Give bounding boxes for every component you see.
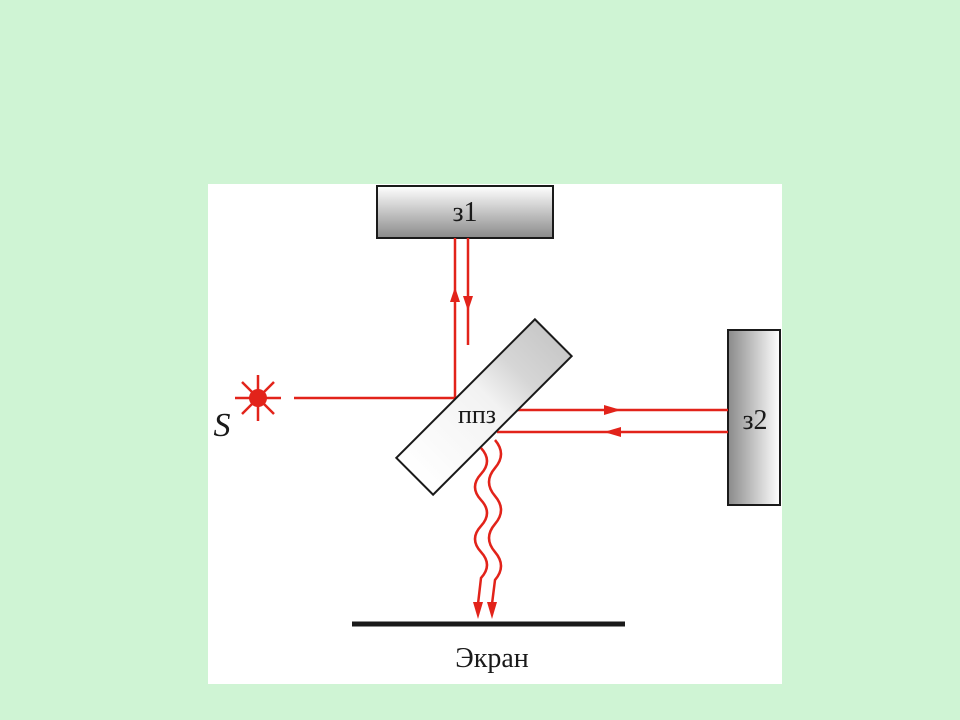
source-label: S [214, 407, 231, 444]
wavy-ray-2 [487, 439, 503, 605]
arrow-right-icon [604, 405, 621, 415]
beam-splitter-label: ппз [458, 400, 496, 429]
arrow-left-icon [604, 427, 621, 437]
mirror-1: з1 [376, 185, 554, 239]
light-rays [294, 238, 728, 437]
arrow-up-icon [450, 287, 460, 302]
wavy-rays [473, 439, 503, 619]
arrow-down-icon [463, 296, 473, 311]
arrow-down-icon [473, 602, 483, 619]
mirror-2-label: з2 [742, 405, 767, 436]
beam-splitter [394, 317, 574, 497]
wavy-ray-1 [473, 447, 489, 605]
mirror-2: з2 [727, 329, 781, 506]
arrow-down-icon [487, 602, 497, 619]
mirror-1-label: з1 [452, 197, 477, 228]
screen-label: Экран [455, 643, 529, 674]
light-source-icon [235, 375, 281, 421]
